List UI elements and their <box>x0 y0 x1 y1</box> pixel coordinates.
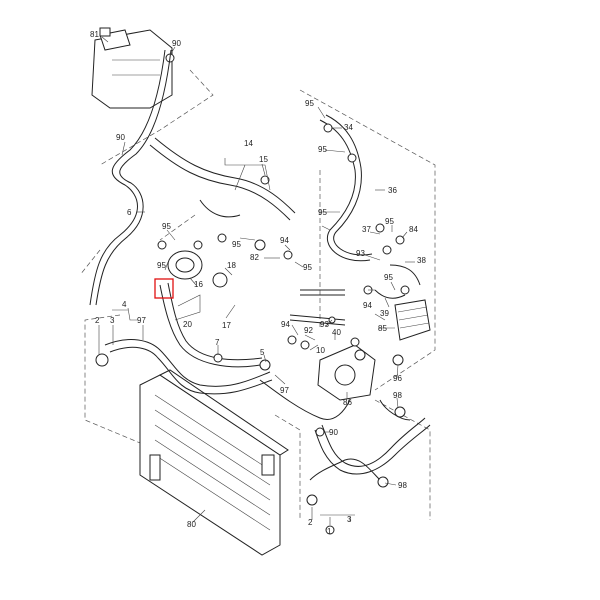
label-40: 40 <box>332 328 341 337</box>
label-97: 97 <box>280 386 289 395</box>
label-36: 36 <box>388 186 397 195</box>
label-16: 16 <box>194 280 203 289</box>
oil-cooler <box>394 299 431 341</box>
label-98: 98 <box>398 481 407 490</box>
radiator <box>139 369 289 556</box>
label-85: 85 <box>378 324 387 333</box>
label-15: 15 <box>259 155 268 164</box>
label-39: 39 <box>380 309 389 318</box>
expansion-tank <box>91 27 175 109</box>
label-10: 10 <box>316 346 325 355</box>
label-37: 37 <box>362 225 371 234</box>
label-94: 94 <box>280 236 289 245</box>
label-4: 4 <box>122 300 127 309</box>
label-95: 95 <box>318 145 327 154</box>
hoses <box>89 49 431 481</box>
label-95: 95 <box>303 263 312 272</box>
label-1: 1 <box>327 527 332 536</box>
label-94: 94 <box>363 301 372 310</box>
dashed-group-lines <box>79 69 436 520</box>
label-95: 95 <box>384 273 393 282</box>
label-96: 96 <box>393 374 402 383</box>
coolant-pump <box>167 250 228 288</box>
label-2: 2 <box>308 518 313 527</box>
label-95: 95 <box>162 222 171 231</box>
label-5: 5 <box>260 348 265 357</box>
label-18: 18 <box>227 261 236 270</box>
label-20: 20 <box>183 320 192 329</box>
label-95: 95 <box>318 208 327 217</box>
label-90: 90 <box>116 133 125 142</box>
label-3: 3 <box>110 316 115 325</box>
label-95: 95 <box>232 240 241 249</box>
label-93: 93 <box>320 320 329 329</box>
label-90: 90 <box>329 428 338 437</box>
label-92: 92 <box>304 326 313 335</box>
thermostat-housing <box>317 344 376 401</box>
label-3: 3 <box>347 515 352 524</box>
label-84: 84 <box>409 225 418 234</box>
label-14: 14 <box>244 139 253 148</box>
label-81: 81 <box>90 30 99 39</box>
label-94: 94 <box>281 320 290 329</box>
clamps <box>95 123 410 535</box>
label-17: 17 <box>222 321 231 330</box>
part-labels: 81 90 90 14 15 95 34 95 36 95 6 95 95 94… <box>90 30 426 536</box>
label-2: 2 <box>95 316 100 325</box>
label-95: 95 <box>305 99 314 108</box>
label-82: 82 <box>250 253 259 262</box>
label-93: 93 <box>356 249 365 258</box>
label-34: 34 <box>344 123 353 132</box>
label-7: 7 <box>215 338 220 347</box>
label-97: 97 <box>137 316 146 325</box>
label-95: 95 <box>385 217 394 226</box>
label-6: 6 <box>127 208 132 217</box>
label-95: 95 <box>157 261 166 270</box>
highlighted-part-box <box>154 278 174 299</box>
label-38: 38 <box>417 256 426 265</box>
label-86: 86 <box>343 398 352 407</box>
label-80: 80 <box>187 520 196 529</box>
leader-lines <box>98 36 415 525</box>
label-90: 90 <box>172 39 181 48</box>
label-98: 98 <box>393 391 402 400</box>
